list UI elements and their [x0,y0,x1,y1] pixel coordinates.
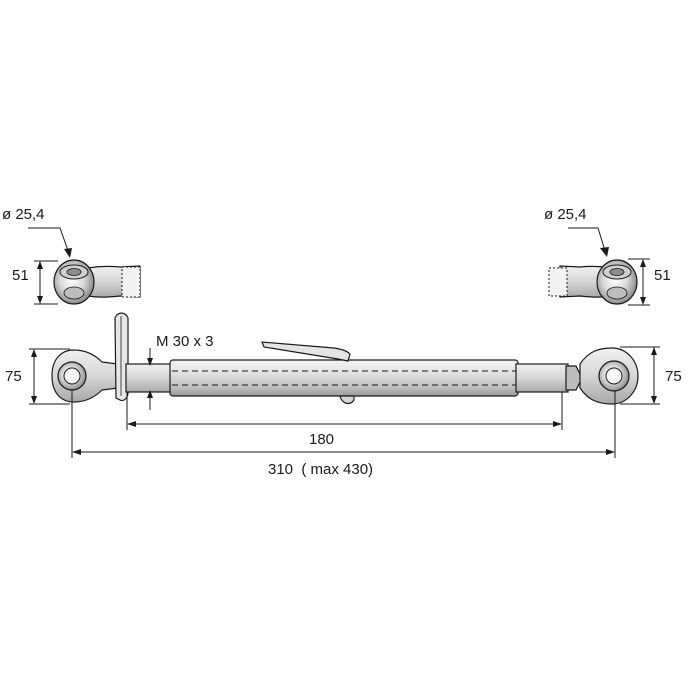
dimension-eye-height-right: 75 [620,346,682,405]
ball-shank-end-right [548,267,568,297]
tube-length-label: 180 [309,431,334,448]
eye-height-label-right: 75 [665,368,682,385]
thread-label: M 30 x 3 [156,333,214,350]
dimension-thread: M 30 x 3 [147,333,214,410]
ball-width-label-right: 51 [654,267,671,284]
ball-end-left: ø 25,4 51 [2,206,141,305]
main-tube [169,359,519,397]
ball-end-right: ø 25,4 51 [544,206,671,306]
top-link-assembly [51,312,639,405]
ball-width-label-left: 51 [12,267,29,284]
overall-length-label: 310 ( max 430) [268,461,373,478]
dimension-eye-height-left: 75 [5,348,70,405]
dimension-overall-length: 310 ( max 430) [71,390,616,478]
diameter-leader-left [28,227,71,257]
tube-nub [339,395,355,405]
tube-lever [261,341,351,362]
diameter-leader-right [568,227,607,255]
eye-height-label-left: 75 [5,368,22,385]
spindle-left [125,363,175,393]
dimension-tube-length: 180 [126,392,563,448]
ball-shank-end-left [121,266,141,298]
diameter-label-left: ø 25,4 [2,206,45,223]
diameter-label-right: ø 25,4 [544,206,587,223]
spindle-right [515,363,569,393]
